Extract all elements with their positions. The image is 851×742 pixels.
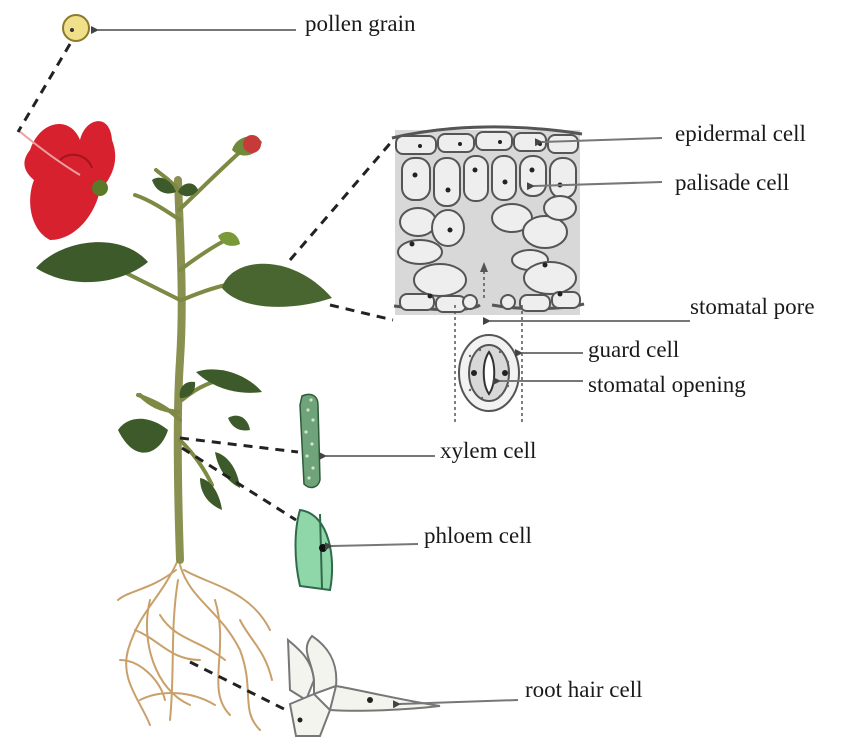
xylem-cell [300,394,320,487]
label-stomatal-opening: stomatal opening [588,372,746,397]
label-root-hair-cell: root hair cell [525,677,643,702]
phloem-connector [182,448,296,520]
plant-stem [178,180,182,560]
plant-photo [18,121,332,730]
leaf-cross-section [392,127,584,315]
plant-roots [118,560,272,730]
leaf-connector-bottom [330,305,393,320]
label-guard-cell: guard cell [588,337,679,362]
label-stomatal-pore: stomatal pore [690,294,815,319]
label-xylem-cell: xylem cell [440,438,536,463]
root-hair-connector [190,662,290,712]
leaf-connector-top [290,140,393,260]
plant-flower [18,121,261,240]
pollen-connector [18,44,70,132]
label-epidermal-cell: epidermal cell [675,121,806,146]
label-palisade-cell: palisade cell [675,170,789,195]
leader-lines [98,30,690,704]
stoma-face-view [459,335,519,411]
pollen-grain [63,15,89,41]
phloem-cell [296,510,333,590]
label-phloem-cell: phloem cell [424,523,532,548]
root-hair-cells [288,636,440,736]
xylem-connector [180,438,298,452]
label-pollen-grain: pollen grain [305,11,416,36]
